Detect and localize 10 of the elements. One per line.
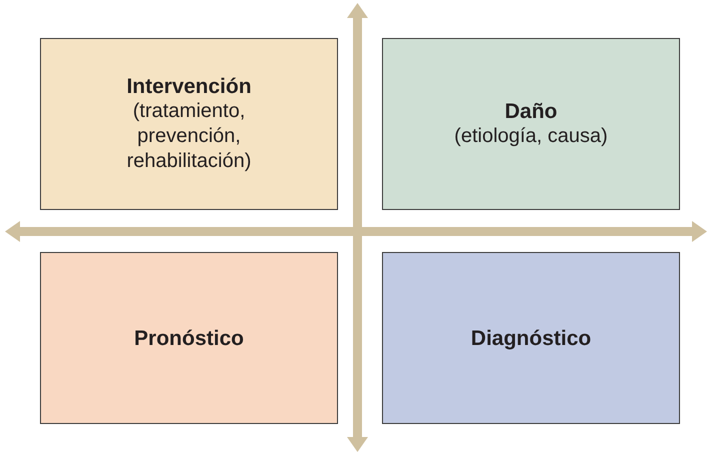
- quadrant-description: (tratamiento, prevención, rehabilitación): [126, 99, 252, 174]
- quadrant-box: [40, 252, 338, 424]
- quadrant-description: (etiología, causa): [453, 124, 609, 149]
- quadrant-box: [40, 38, 338, 210]
- quadrant-title: Daño: [504, 99, 558, 124]
- quadrant-box: [382, 252, 680, 424]
- quadrant-title: Intervención: [126, 74, 252, 99]
- quadrant-box: [382, 38, 680, 210]
- quadrant-title: Diagnóstico: [470, 326, 592, 350]
- quadrant-title: Pronóstico: [134, 326, 244, 350]
